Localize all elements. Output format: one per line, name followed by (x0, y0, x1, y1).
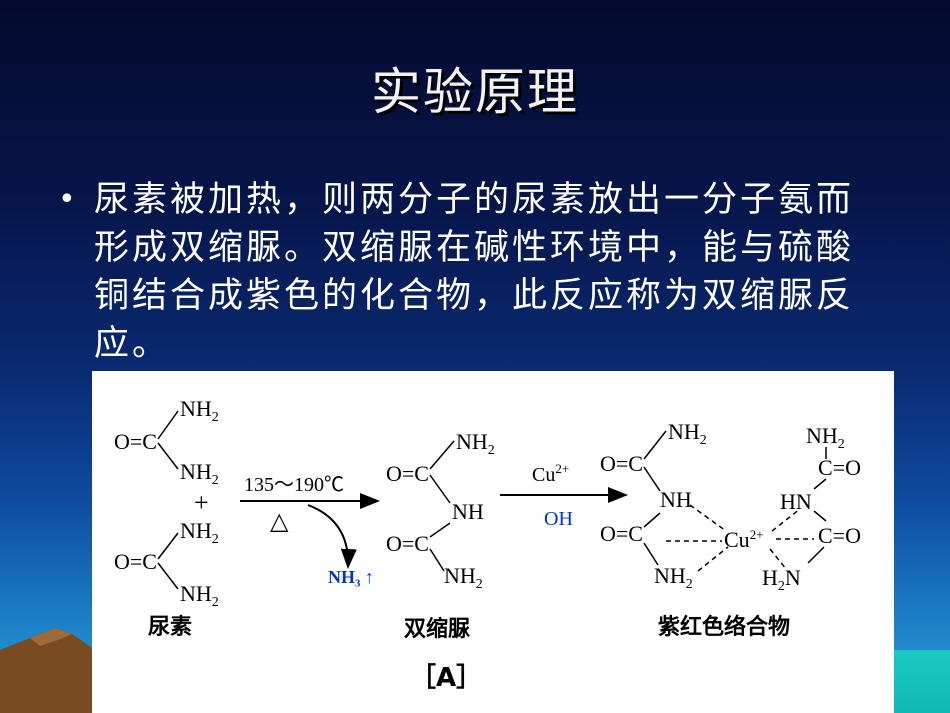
svg-text:△: △ (270, 509, 289, 535)
heating-arrow: 135～190℃ △ NH₃ ↑ (240, 474, 380, 587)
figure-caption: ［A］ (410, 663, 483, 693)
svg-text:C=O: C=O (818, 523, 861, 548)
svg-text:O=C: O=C (386, 531, 429, 556)
urea-molecule-bottom: O=C NH2 NH2 (114, 518, 219, 610)
copper-complex: O=C NH2 NH O=C NH2 Cu2+ NH2 C=O HN C=O H (600, 419, 861, 594)
bullet-text: 尿素被加热，则两分子的尿素放出一分子氨而形成双缩脲。双缩脲在碱性环境中，能与硫酸… (94, 180, 855, 364)
svg-text:HN: HN (780, 489, 812, 514)
svg-text:Cu2+: Cu2+ (724, 527, 764, 552)
svg-text:NH2: NH2 (456, 429, 495, 458)
svg-text:NH2: NH2 (654, 563, 693, 592)
svg-text:NH2: NH2 (180, 396, 219, 425)
svg-text:NH2: NH2 (180, 459, 219, 488)
label-biuret: 双缩脲 (404, 617, 471, 642)
svg-text:O=C: O=C (386, 461, 429, 486)
biuret-reaction-figure: O=C NH2 NH2 + O=C NH2 NH2 135～190℃ △ NH₃… (92, 371, 894, 713)
svg-text:NH2: NH2 (668, 419, 707, 448)
svg-text:O=C: O=C (600, 451, 643, 476)
slide-title: 实验原理 (371, 63, 579, 121)
svg-text:O=C: O=C (114, 549, 157, 574)
label-urea: 尿素 (148, 615, 193, 640)
plus-sign: + (194, 488, 209, 517)
svg-text:Cu2+: Cu2+ (532, 461, 569, 486)
svg-text:NH2: NH2 (180, 518, 219, 547)
svg-text:NH: NH (452, 499, 484, 524)
bullet-marker: • (58, 182, 76, 217)
svg-text:H2N: H2N (762, 565, 801, 594)
mountain-decoration (0, 628, 110, 713)
biuret-molecule: O=C NH2 NH O=C NH2 (386, 429, 495, 592)
svg-text:O=C: O=C (114, 429, 157, 454)
urea-molecule-top: O=C NH2 NH2 (114, 396, 219, 488)
svg-text:NH2: NH2 (180, 581, 219, 610)
svg-text:NH2: NH2 (444, 563, 483, 592)
svg-text:C=O: C=O (818, 455, 861, 480)
teal-decoration (890, 650, 950, 713)
svg-text:135～190℃: 135～190℃ (244, 474, 344, 496)
label-complex: 紫红色络合物 (658, 615, 791, 640)
svg-text:OH: OH (544, 508, 573, 530)
svg-text:NH₃ ↑: NH₃ ↑ (328, 567, 374, 587)
svg-text:NH: NH (660, 487, 692, 512)
svg-text:O=C: O=C (600, 521, 643, 546)
